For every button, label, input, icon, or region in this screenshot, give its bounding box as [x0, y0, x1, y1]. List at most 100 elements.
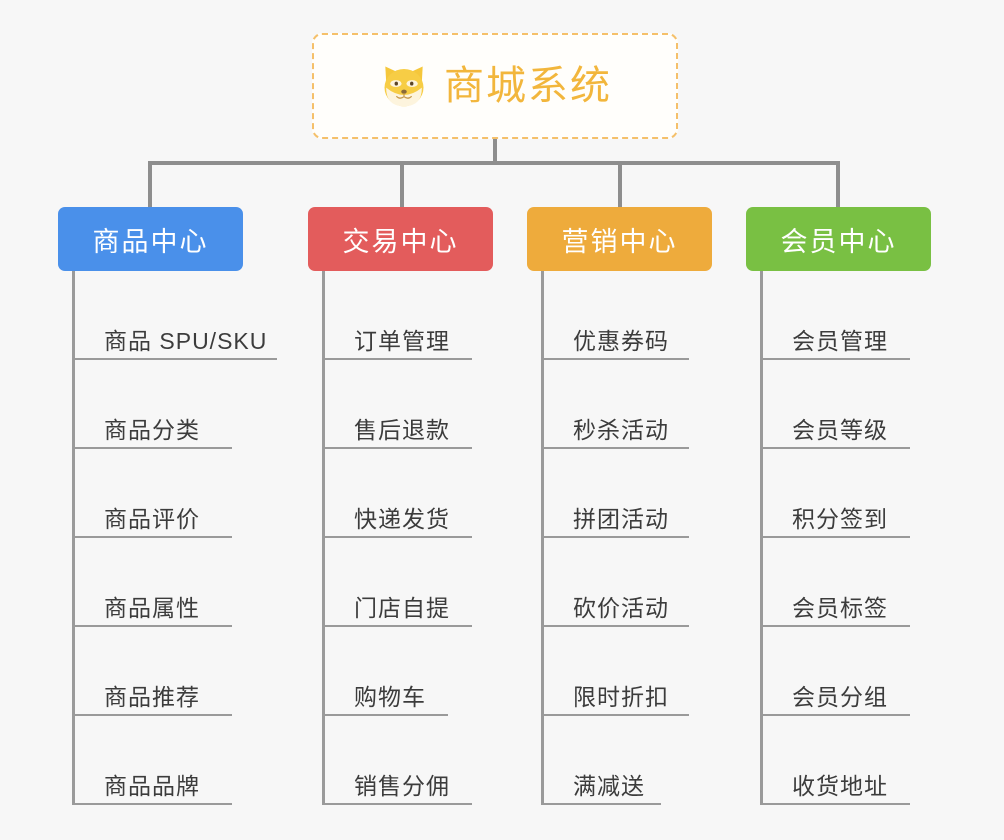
branch-item[interactable]: 积分签到 [746, 449, 931, 538]
branch-column: 营销中心优惠券码秒杀活动拼团活动砍价活动限时折扣满减送 [527, 207, 712, 805]
branch-item-underline [760, 714, 910, 716]
branch-item[interactable]: 商品评价 [58, 449, 243, 538]
branch-spine [322, 271, 325, 805]
branch-item-underline [541, 536, 689, 538]
branch-item-label: 订单管理 [354, 327, 450, 354]
branch-item[interactable]: 收货地址 [746, 716, 931, 805]
branch-item[interactable]: 砍价活动 [527, 538, 712, 627]
branch-item-underline [72, 536, 232, 538]
branch-header-label: 会员中心 [780, 226, 897, 257]
branch-spine [760, 271, 763, 805]
branch-item-label: 优惠券码 [573, 327, 669, 354]
branch-item-label: 秒杀活动 [573, 416, 669, 443]
branch-item[interactable]: 秒杀活动 [527, 360, 712, 449]
branch-item-label: 销售分佣 [354, 772, 450, 799]
branch-item[interactable]: 商品品牌 [58, 716, 243, 805]
branch-item-list: 优惠券码秒杀活动拼团活动砍价活动限时折扣满减送 [527, 271, 712, 805]
branch-item[interactable]: 会员管理 [746, 271, 931, 360]
branch-header-1[interactable]: 商品中心 [58, 207, 243, 271]
branch-item-underline [72, 358, 277, 360]
branch-item-label: 商品评价 [104, 505, 200, 532]
branch-item[interactable]: 快递发货 [308, 449, 493, 538]
branch-item-label: 商品分类 [104, 416, 200, 443]
branch-header-label: 商品中心 [92, 226, 209, 257]
connector-bus-left [148, 161, 496, 165]
branch-item-underline [760, 358, 910, 360]
branch-item-underline [322, 803, 472, 805]
root-node[interactable]: 商城系统 [312, 33, 678, 139]
branch-item-label: 商品 SPU/SKU [104, 327, 268, 354]
branch-item-underline [541, 803, 661, 805]
branch-item-label: 购物车 [354, 683, 426, 710]
branch-item-underline [541, 625, 689, 627]
branch-item-list: 会员管理会员等级积分签到会员标签会员分组收货地址 [746, 271, 931, 805]
root-title: 商城系统 [444, 64, 612, 108]
branch-item-label: 商品属性 [104, 594, 200, 621]
branch-item-underline [322, 625, 472, 627]
branch-item[interactable]: 会员标签 [746, 538, 931, 627]
branch-item-underline [72, 447, 232, 449]
branch-item-label: 积分签到 [792, 505, 888, 532]
branch-item-label: 会员管理 [792, 327, 888, 354]
connector-drop-2 [400, 161, 404, 207]
branch-item[interactable]: 商品分类 [58, 360, 243, 449]
connector-drop-3 [618, 161, 622, 207]
branch-item-underline [72, 625, 232, 627]
branch-column: 会员中心会员管理会员等级积分签到会员标签会员分组收货地址 [746, 207, 931, 805]
branch-header-2[interactable]: 交易中心 [308, 207, 493, 271]
branch-item-label: 砍价活动 [573, 594, 669, 621]
branch-item-label: 会员标签 [792, 594, 888, 621]
branch-item-label: 会员等级 [792, 416, 888, 443]
branch-item[interactable]: 商品 SPU/SKU [58, 271, 277, 360]
branch-header-4[interactable]: 会员中心 [746, 207, 931, 271]
branch-item-label: 收货地址 [792, 772, 888, 799]
branch-item-label: 满减送 [573, 772, 645, 799]
branch-column: 交易中心订单管理售后退款快递发货门店自提购物车销售分佣 [308, 207, 493, 805]
connector-drop-1 [148, 161, 152, 207]
branch-item[interactable]: 拼团活动 [527, 449, 712, 538]
branch-item[interactable]: 购物车 [308, 627, 493, 716]
shiba-dog-face-icon [378, 60, 430, 112]
branch-item-label: 商品推荐 [104, 683, 200, 710]
branch-item[interactable]: 门店自提 [308, 538, 493, 627]
branch-item-underline [760, 803, 910, 805]
branch-item[interactable]: 售后退款 [308, 360, 493, 449]
branch-spine [541, 271, 544, 805]
branch-item-underline [322, 447, 472, 449]
branch-item-underline [760, 625, 910, 627]
branch-item[interactable]: 限时折扣 [527, 627, 712, 716]
branch-item[interactable]: 优惠券码 [527, 271, 712, 360]
branch-item-label: 门店自提 [354, 594, 450, 621]
branch-item[interactable]: 订单管理 [308, 271, 493, 360]
connector-bus-right [493, 161, 837, 165]
branch-item-list: 订单管理售后退款快递发货门店自提购物车销售分佣 [308, 271, 493, 805]
branch-item-underline [322, 536, 472, 538]
branch-column: 商品中心商品 SPU/SKU 商品分类商品评价商品属性商品推荐商品品牌 [58, 207, 277, 805]
branch-item-label: 售后退款 [354, 416, 450, 443]
branch-header-label: 交易中心 [342, 226, 459, 257]
branch-item-underline [72, 803, 232, 805]
connector-drop-4 [836, 161, 840, 207]
branch-item[interactable]: 满减送 [527, 716, 712, 805]
branch-item[interactable]: 会员分组 [746, 627, 931, 716]
branch-spine [72, 271, 75, 805]
branch-item-label: 快递发货 [354, 505, 450, 532]
connector-stem [493, 139, 497, 165]
branch-item-underline [541, 358, 689, 360]
branch-item-underline [760, 536, 910, 538]
branch-item[interactable]: 商品推荐 [58, 627, 243, 716]
branch-item-underline [760, 447, 910, 449]
branch-item[interactable]: 会员等级 [746, 360, 931, 449]
branch-item-underline [322, 714, 448, 716]
branch-header-label: 营销中心 [561, 226, 678, 257]
branch-item-list: 商品 SPU/SKU 商品分类商品评价商品属性商品推荐商品品牌 [58, 271, 277, 805]
branch-item-label: 会员分组 [792, 683, 888, 710]
branch-item[interactable]: 销售分佣 [308, 716, 493, 805]
branch-item-underline [322, 358, 472, 360]
branch-item[interactable]: 商品属性 [58, 538, 243, 627]
branch-item-underline [541, 447, 689, 449]
branch-item-label: 限时折扣 [573, 683, 669, 710]
branch-item-label: 商品品牌 [104, 772, 200, 799]
branch-item-underline [541, 714, 689, 716]
branch-header-3[interactable]: 营销中心 [527, 207, 712, 271]
